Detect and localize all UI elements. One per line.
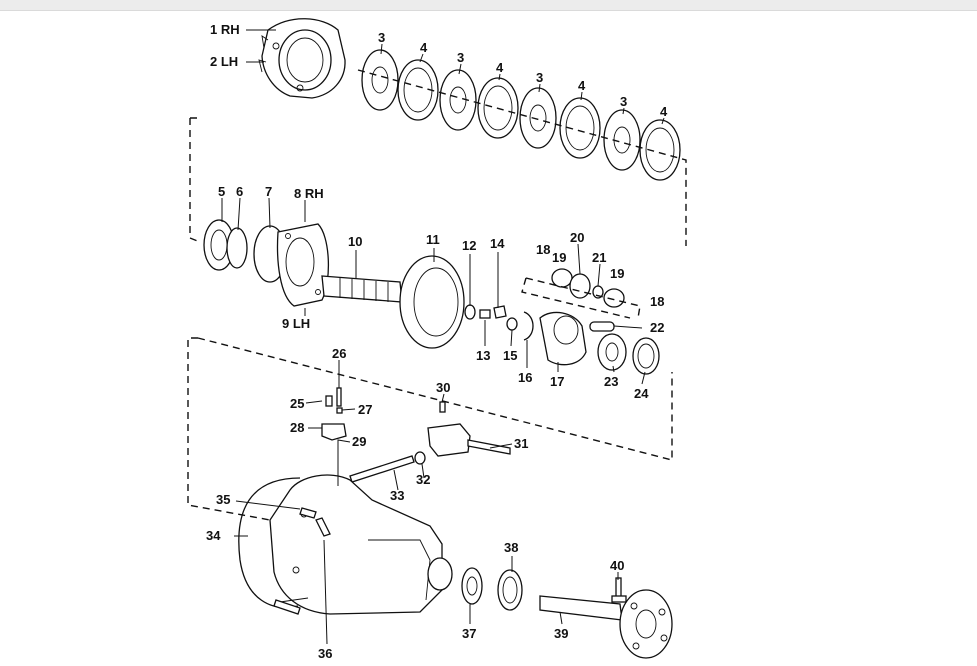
label-38: 38 [504,540,518,555]
label-19: 19 [552,250,566,265]
label-28: 28 [290,420,304,435]
label-12: 12 [462,238,476,253]
label-2-lh: 2 LH [210,54,238,69]
axle-housing [269,474,453,615]
label-37: 37 [462,626,476,641]
part-30-31-block-and-pin [427,401,511,457]
part-38-race [497,569,523,611]
label-11: 11 [426,232,440,247]
label-1-rh: 1 RH [210,22,240,37]
label-27: 27 [358,402,372,417]
label-7: 7 [265,184,272,199]
label-24: 24 [634,386,649,401]
label-22: 22 [650,320,664,335]
label-4: 4 [420,40,428,55]
label-18: 18 [650,294,664,309]
part-4-clutch-plate-4 [639,119,681,181]
part-24-bearing-cup [632,337,660,375]
label-33: 33 [390,488,404,503]
part-15-16-ring-washer [506,311,534,341]
label-39: 39 [554,626,568,641]
label-3: 3 [536,70,543,85]
label-4: 4 [496,60,504,75]
label-21: 21 [592,250,606,265]
label-15: 15 [503,348,517,363]
label-4: 4 [578,78,586,93]
label-16: 16 [518,370,532,385]
label-26: 26 [332,346,346,361]
part-13-14-cross-pin-parts [479,305,507,319]
gear-subgroup-bracket [521,277,641,319]
label-13: 13 [476,348,490,363]
leader-lines [221,29,665,645]
label-5: 5 [218,184,225,199]
label-20: 20 [570,230,584,245]
label-3: 3 [378,30,385,45]
assembly-bracket-lower [187,337,673,521]
part-40-wheel-stud [611,577,627,603]
part-10-pinion-shaft [321,275,403,303]
label-36: 36 [318,646,332,661]
label-14: 14 [490,236,505,251]
part-37-bearing [461,567,483,605]
top-bar [0,0,977,11]
part-39-axle-shaft [539,589,673,659]
label-18: 18 [536,242,550,257]
label-19: 19 [610,266,624,281]
part-5-seal [203,219,235,271]
part-35-36-bolts [273,507,331,615]
label-10: 10 [348,234,362,249]
part-23-bearing [597,333,627,371]
part-3-clutch-disc-4 [603,109,641,171]
part-8-9-diff-case-half [276,223,330,307]
part-3-clutch-disc-3 [519,87,557,149]
part-32-33-shaft-and-washer [349,451,426,483]
part-11-ring-gear [399,255,465,349]
label-23: 23 [604,374,618,389]
part-17-diff-carrier [539,311,587,366]
label-29: 29 [352,434,366,449]
part-12-washer [464,304,476,320]
label-25: 25 [290,396,304,411]
label-31: 31 [514,436,528,451]
label-4: 4 [660,104,668,119]
part-3-clutch-disc-1 [361,49,399,111]
part-34-gasket [238,477,301,609]
label-3: 3 [620,94,627,109]
label-9-lh: 9 LH [282,316,310,331]
part-25-29-valve-parts [321,387,347,441]
label-30: 30 [436,380,450,395]
part-1-2-clutch-housing [258,18,346,99]
label-32: 32 [416,472,430,487]
part-4-clutch-plate-3 [559,97,601,159]
part-3-clutch-disc-2 [439,69,477,131]
part-18-22-small-gears [551,268,625,332]
assembly-bracket-upper [189,69,687,246]
label-34: 34 [206,528,221,543]
label-6: 6 [236,184,243,199]
label-8-rh: 8 RH [294,186,324,201]
label-40: 40 [610,558,624,573]
part-6-ring [226,227,248,269]
label-3: 3 [457,50,464,65]
label-17: 17 [550,374,564,389]
callout-labels: 1 RH 2 LH 3 4 3 4 3 4 3 4 5 6 7 8 RH 9 L… [206,22,668,661]
label-35: 35 [216,492,230,507]
